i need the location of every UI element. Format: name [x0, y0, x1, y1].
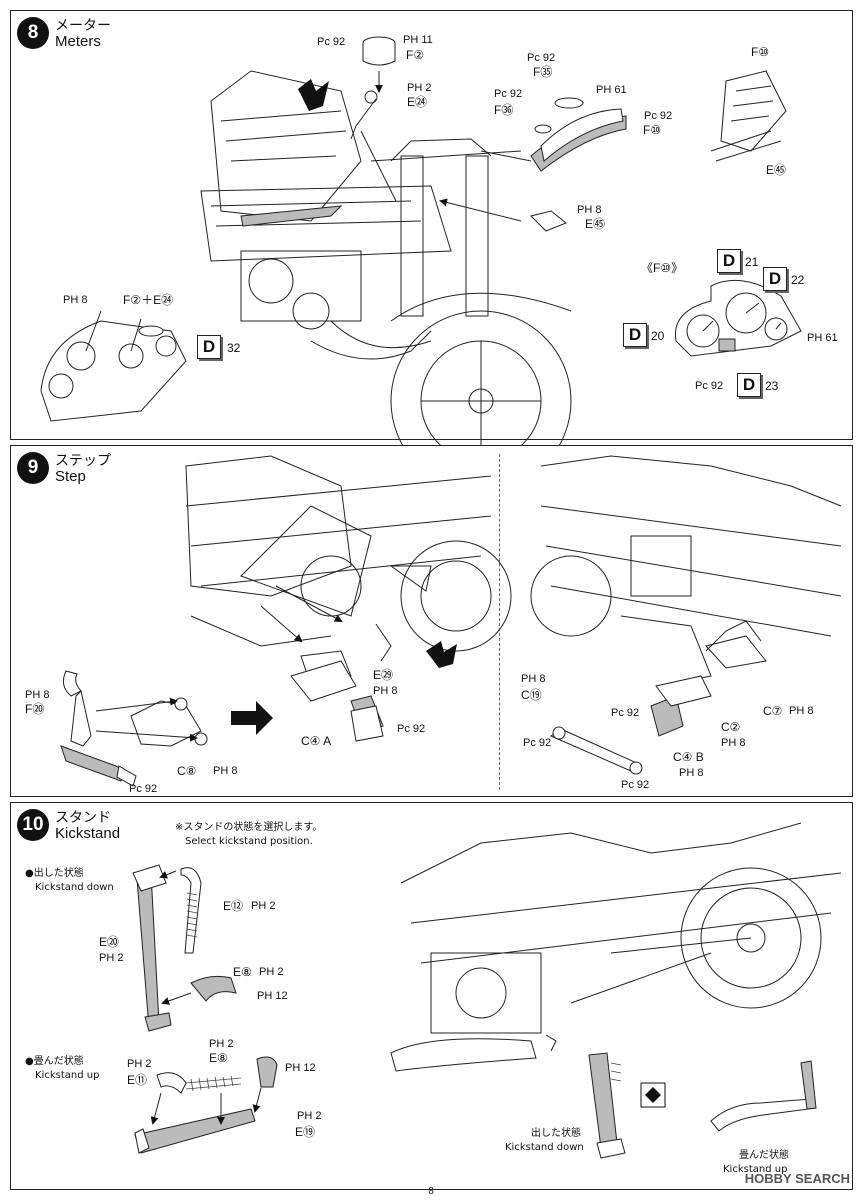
label-e11: E⑪: [127, 1073, 148, 1087]
label-f2-e24: F②＋E㉔: [123, 293, 174, 307]
step-title-jp: メーター: [55, 18, 111, 34]
label-d20: 20: [651, 329, 665, 343]
label-e19: E⑲: [295, 1125, 316, 1139]
label-e24: E㉔: [407, 95, 428, 109]
label-e29: E㉙: [373, 668, 394, 682]
label-f10-gauge: 《F⑩》: [641, 261, 684, 275]
cement-icon: [298, 79, 329, 111]
step-title-jp: スタンド: [55, 810, 111, 826]
label-pc92: Pc 92: [644, 110, 673, 122]
label-ph8-left: PH 8: [63, 294, 88, 306]
label-pc92: Pc 92: [611, 707, 640, 719]
label-pc92: Pc 92: [129, 783, 158, 795]
step-8-panel: 8 メーター Meters: [10, 10, 853, 492]
view-divider: [499, 454, 500, 790]
label-f20: F⑳: [25, 702, 45, 716]
note-en: Select kickstand position.: [185, 836, 313, 847]
label-ph2: PH 2: [407, 82, 432, 94]
label-d21: 21: [745, 255, 759, 269]
label-ph61-gauge: PH 61: [807, 332, 838, 344]
label-ph8: PH 8: [521, 673, 546, 685]
label-f10: F⑩: [643, 123, 662, 137]
motorcycle-front-illustration: [40, 36, 802, 492]
decal-d-badge: D: [197, 335, 221, 359]
decal-d-badge: D: [737, 373, 761, 397]
label-ph2: PH 2: [99, 952, 124, 964]
label-pc92-gauge: Pc 92: [695, 380, 724, 392]
label-pc92: Pc 92: [523, 737, 552, 749]
label-c4a: C④ A: [301, 734, 332, 748]
step-number: 8: [17, 17, 49, 49]
label-e45-side: E㊺: [766, 163, 787, 177]
label-e12: E⑫: [223, 899, 244, 913]
step-title-en: Step: [55, 468, 86, 485]
label-ph11: PH 11: [403, 34, 433, 46]
kickstand-down-jp: ●出した状態: [25, 868, 84, 879]
page-number: 8: [428, 1186, 434, 1197]
label-e8: E⑧: [233, 965, 252, 979]
label-ph8: PH 8: [679, 767, 704, 779]
label-ph2: PH 2: [251, 900, 276, 912]
label-ph8: PH 8: [25, 689, 50, 701]
label-ph8: PH 8: [721, 737, 746, 749]
label-ph2: PH 2: [259, 966, 284, 978]
label-d23: 23: [765, 379, 779, 393]
label-c2: C②: [721, 720, 741, 734]
watermark: HOBBY SEARCH: [744, 1171, 850, 1186]
step-title-en: Meters: [55, 33, 101, 50]
label-ph2: PH 2: [209, 1038, 234, 1050]
kickstand-down-en: Kickstand down: [35, 882, 114, 893]
label-ph8: PH 8: [373, 685, 398, 697]
label-c7: C⑦: [763, 704, 783, 718]
step-title-jp: ステップ: [55, 453, 111, 469]
label-c4b: C④ B: [673, 750, 704, 764]
kickstand-up-en-right: Kickstand up: [723, 1164, 788, 1175]
label-f35: F㉟: [533, 65, 553, 79]
step-9-panel: 9 ステップ Step: [10, 445, 853, 797]
cement-icon: [426, 641, 457, 668]
decal-d-badge: D: [763, 267, 787, 291]
label-pc92: Pc 92: [317, 36, 346, 48]
label-ph12: PH 12: [285, 1062, 316, 1074]
kickstand-up-en: Kickstand up: [35, 1070, 100, 1081]
label-pc92: Pc 92: [621, 779, 650, 791]
step-frame-illustration: [60, 455, 842, 787]
label-ph61: PH 61: [596, 84, 627, 96]
kickstand-down-jp-right: 出した状態: [531, 1128, 581, 1139]
label-ph8: PH 8: [789, 705, 814, 717]
kickstand-up-jp-right: 畳んだ状態: [739, 1150, 789, 1161]
label-ph2: PH 2: [127, 1058, 152, 1070]
step-number: 9: [17, 452, 49, 484]
kickstand-up-jp: ●畳んだ状態: [25, 1056, 84, 1067]
label-ph8: PH 8: [213, 765, 238, 777]
step-10-panel: 10 スタンド Kickstand ※スタンドの状態を選択します。 Select…: [10, 802, 853, 1190]
kickstand-illustration: [132, 822, 842, 1159]
step-title-en: Kickstand: [55, 825, 121, 842]
note-jp: ※スタンドの状態を選択します。: [175, 822, 323, 833]
label-ph2: PH 2: [297, 1110, 322, 1122]
label-f36: F㊱: [494, 103, 514, 117]
label-d22: 22: [791, 273, 805, 287]
label-e45: E㊺: [585, 217, 606, 231]
label-ph12: PH 12: [257, 990, 288, 1002]
step-number: 10: [17, 809, 49, 841]
label-e20: E⑳: [99, 935, 120, 949]
label-pc92: Pc 92: [397, 723, 426, 735]
label-c8: C⑧: [177, 764, 197, 778]
label-d32: 32: [227, 341, 241, 355]
label-f10-top: F⑩: [751, 45, 770, 59]
kickstand-down-en-right: Kickstand down: [505, 1142, 584, 1153]
decal-d-badge: D: [623, 323, 647, 347]
label-c19: C⑲: [521, 688, 542, 702]
label-pc92: Pc 92: [527, 52, 556, 64]
label-f2: F②: [406, 48, 425, 62]
decal-d-badge: D: [717, 249, 741, 273]
label-pc92: Pc 92: [494, 88, 523, 100]
arrow-icon: [231, 701, 273, 735]
label-e8-b: E⑧: [209, 1051, 228, 1065]
label-ph8: PH 8: [577, 204, 602, 216]
